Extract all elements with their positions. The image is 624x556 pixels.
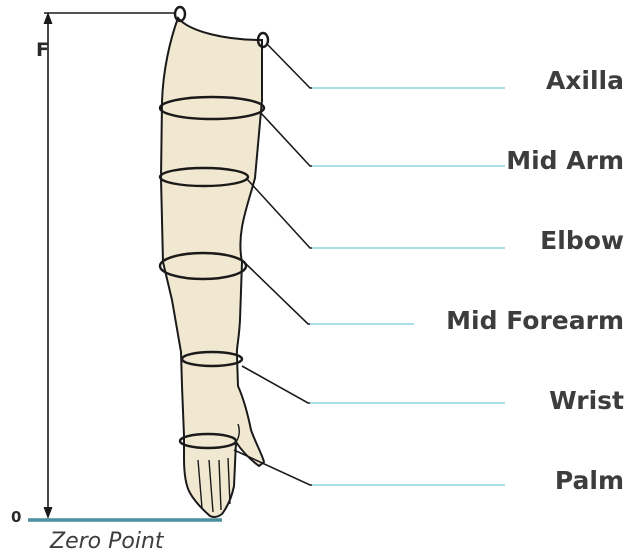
zero-point-label: Zero Point (50, 529, 164, 554)
label-mid-forearm: Mid Forearm (424, 306, 624, 336)
axis-arrow-down-icon (44, 507, 53, 519)
label-axilla: Axilla (424, 66, 624, 96)
axis-top-label: F (36, 39, 49, 61)
label-wrist: Wrist (424, 386, 624, 416)
axis-zero-label: 0 (11, 508, 21, 526)
label-palm: Palm (424, 466, 624, 496)
leader-lines (234, 45, 505, 485)
label-mid-arm: Mid Arm (424, 146, 624, 176)
mid-forearm-leader (244, 262, 414, 324)
label-elbow: Elbow (424, 226, 624, 256)
